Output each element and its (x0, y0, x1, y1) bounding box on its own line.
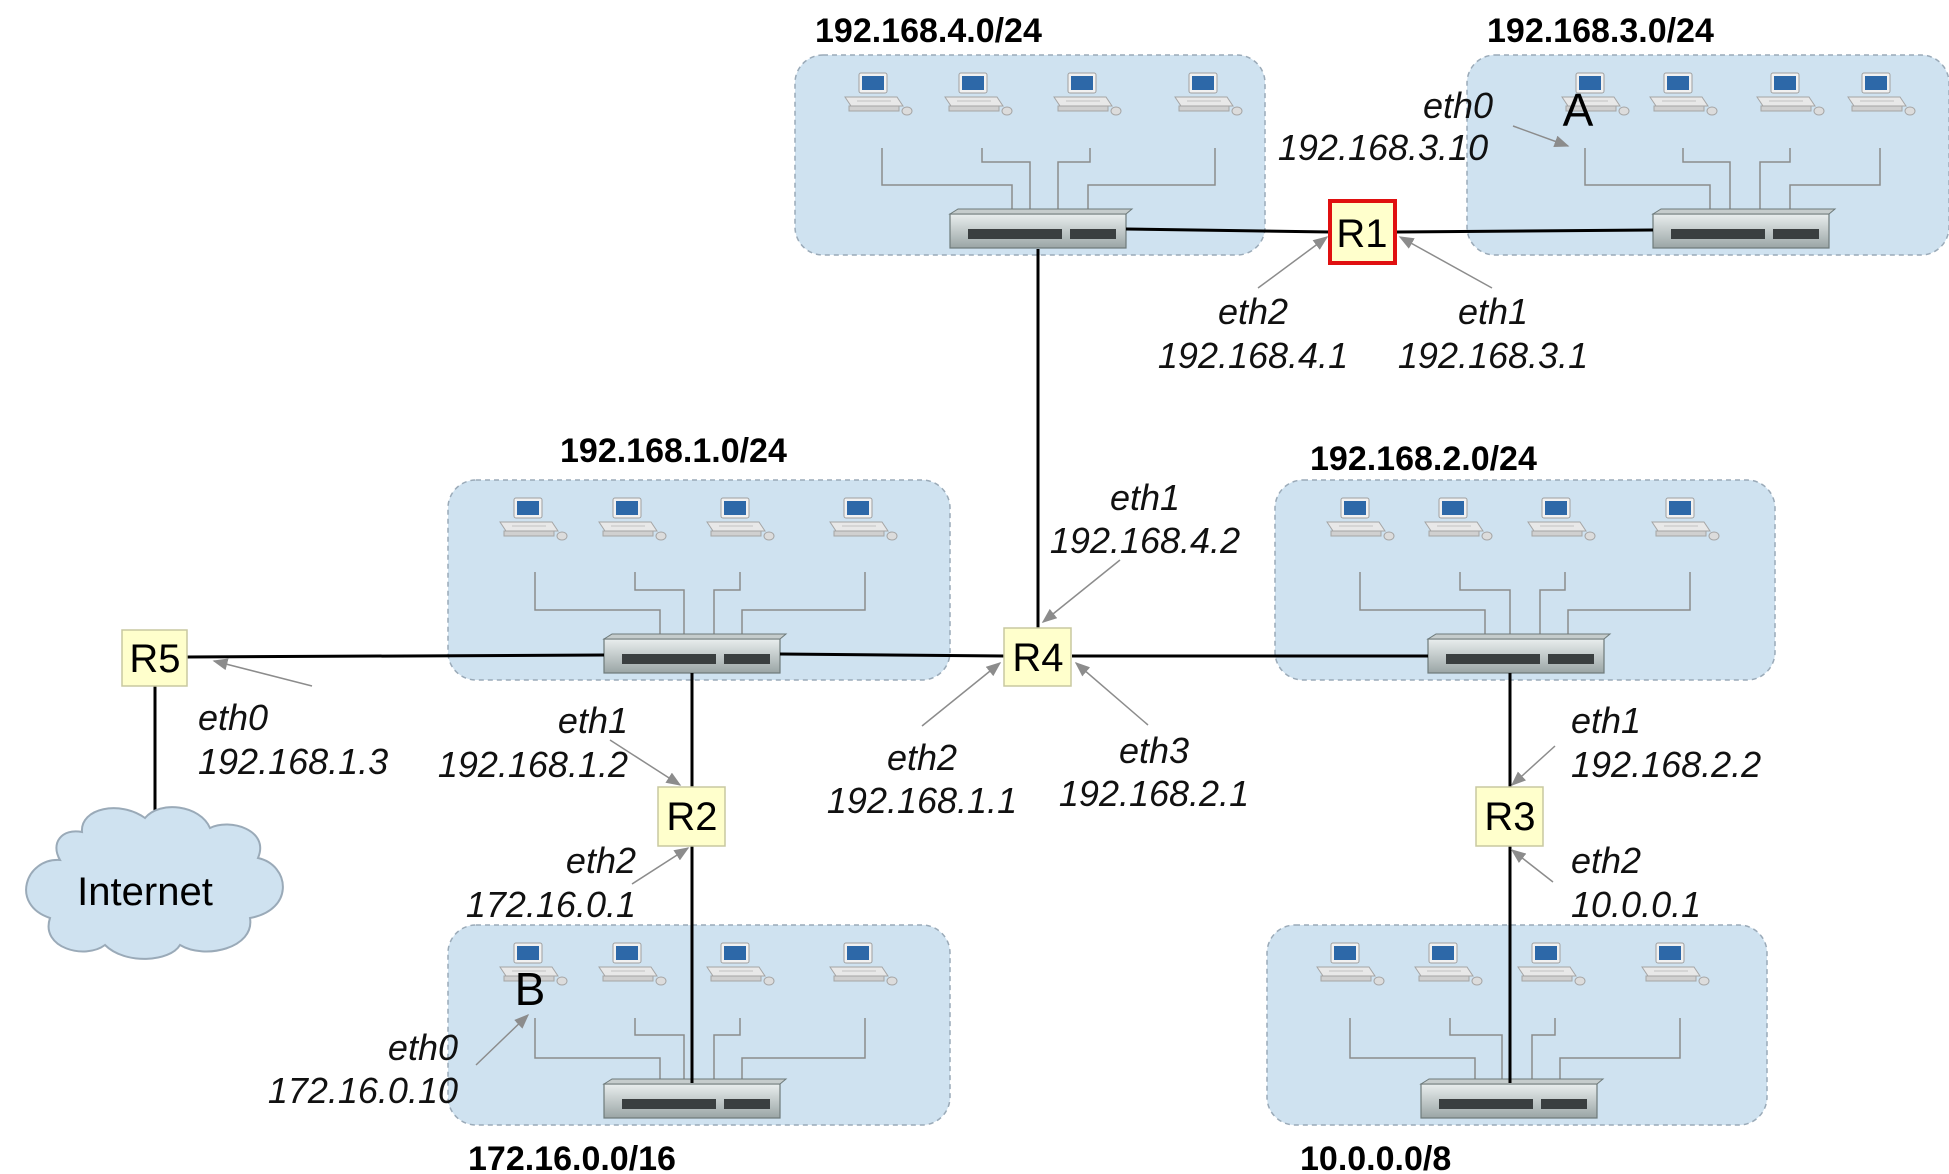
subnet-192-168-1: 192.168.1.0/24 (447, 432, 951, 681)
subnet-172-16: 172.16.0.0/16 (447, 924, 951, 1174)
svg-text:192.168.3.1: 192.168.3.1 (1398, 335, 1588, 376)
svg-text:eth1: eth1 (1458, 291, 1528, 332)
svg-text:192.168.2.2: 192.168.2.2 (1571, 744, 1761, 785)
router-r2[interactable]: R2 (657, 786, 726, 847)
svg-text:eth1: eth1 (558, 700, 628, 741)
subnet-label: 192.168.2.0/24 (1310, 440, 1537, 478)
router-r4[interactable]: R4 (1003, 627, 1072, 687)
svg-text:eth3: eth3 (1119, 730, 1189, 771)
svg-text:192.168.4.1: 192.168.4.1 (1158, 335, 1348, 376)
iface-label: eth0 192.168.1.3 (198, 697, 388, 782)
iface-label: eth1 192.168.1.2 (438, 700, 628, 785)
iface-label: eth3 192.168.2.1 (1059, 730, 1249, 814)
svg-text:eth2: eth2 (887, 737, 957, 778)
subnet-192-168-4: 192.168.4.0/24 (794, 12, 1266, 256)
iface-label: eth2 172.16.0.1 (466, 840, 636, 925)
router-r5[interactable]: R5 (121, 629, 188, 687)
svg-text:192.168.4.2: 192.168.4.2 (1050, 520, 1240, 561)
router-r3[interactable]: R3 (1475, 786, 1544, 847)
iface-label: eth0 172.16.0.10 (268, 1027, 458, 1111)
iface-label: eth0 192.168.3.10 (1278, 85, 1493, 168)
svg-text:eth0: eth0 (1423, 85, 1493, 126)
iface-label: eth1 192.168.2.2 (1571, 700, 1761, 785)
svg-text:172.16.0.10: 172.16.0.10 (268, 1070, 458, 1111)
switch-icon (603, 1078, 787, 1119)
iface-label: eth1 192.168.4.2 (1050, 477, 1240, 561)
router-label: R5 (129, 637, 180, 681)
switch-icon (1652, 208, 1836, 249)
svg-text:10.0.0.1: 10.0.0.1 (1571, 884, 1701, 925)
subnet-10-0: 10.0.0.0/8 (1266, 924, 1768, 1174)
svg-text:192.168.2.1: 192.168.2.1 (1059, 773, 1249, 814)
router-label: R3 (1484, 795, 1535, 839)
svg-text:eth2: eth2 (1571, 840, 1641, 881)
svg-text:192.168.3.10: 192.168.3.10 (1278, 127, 1488, 168)
iface-label: eth2 192.168.4.1 (1158, 291, 1348, 376)
subnet-label: 192.168.1.0/24 (560, 432, 787, 470)
subnet-192-168-2: 192.168.2.0/24 (1274, 440, 1776, 681)
svg-text:eth1: eth1 (1110, 477, 1180, 518)
switch-icon (949, 208, 1133, 249)
svg-text:eth2: eth2 (566, 840, 636, 881)
router-label: R4 (1012, 636, 1063, 680)
svg-text:eth0: eth0 (198, 697, 268, 738)
switch-icon (603, 633, 787, 674)
svg-text:192.168.1.1: 192.168.1.1 (827, 780, 1017, 821)
iface-label: eth1 192.168.3.1 (1398, 291, 1588, 376)
host-marker-a: A (1563, 84, 1594, 136)
iface-label: eth2 192.168.1.1 (827, 737, 1017, 821)
host-marker-b: B (515, 963, 546, 1015)
subnet-label: 172.16.0.0/16 (468, 1140, 676, 1174)
svg-text:eth0: eth0 (388, 1027, 458, 1068)
interface-arrows (212, 125, 1570, 1066)
subnet-label: 192.168.3.0/24 (1487, 12, 1714, 50)
links (153, 227, 1654, 1083)
router-label: R2 (666, 795, 717, 839)
router-r1[interactable]: R1 (1328, 199, 1397, 265)
svg-text:192.168.1.2: 192.168.1.2 (438, 744, 628, 785)
svg-text:192.168.1.3: 192.168.1.3 (198, 741, 388, 782)
iface-label: eth2 10.0.0.1 (1571, 840, 1701, 925)
cloud-label: Internet (77, 870, 213, 914)
svg-text:eth2: eth2 (1218, 291, 1288, 332)
switch-icon (1420, 1078, 1604, 1119)
subnet-192-168-3: 192.168.3.0/24 (1466, 12, 1949, 256)
svg-text:172.16.0.1: 172.16.0.1 (466, 884, 636, 925)
subnet-label: 10.0.0.0/8 (1300, 1140, 1451, 1174)
router-label: R1 (1336, 212, 1387, 256)
switch-icon (1427, 633, 1611, 674)
subnet-label: 192.168.4.0/24 (815, 12, 1042, 50)
svg-text:eth1: eth1 (1571, 700, 1641, 741)
internet-cloud-icon: Internet (25, 806, 284, 960)
